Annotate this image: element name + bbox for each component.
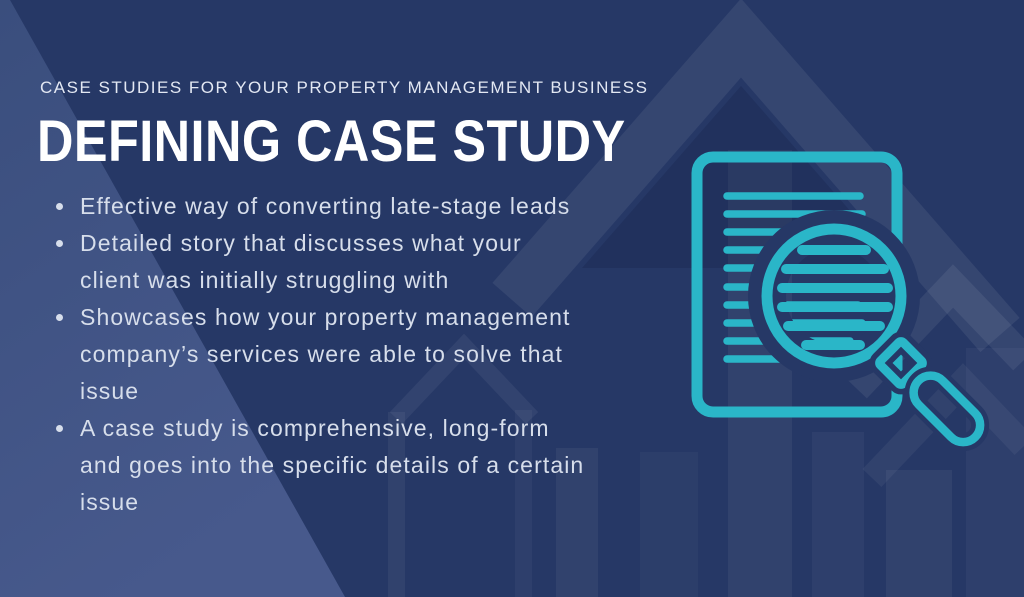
bullet-dot-icon [56, 203, 63, 210]
list-item: Effective way of converting late-stage l… [56, 188, 716, 225]
bullet-dot-icon [56, 425, 63, 432]
bullet-dot-icon [56, 314, 63, 321]
bullet-text: Detailed story that discusses what your [80, 230, 522, 256]
bullet-text: A case study is comprehensive, long-form [80, 415, 550, 441]
magnifier-lens [761, 223, 907, 369]
list-item: Detailed story that discusses what your … [56, 225, 716, 299]
bullet-text: Showcases how your property management [80, 304, 571, 330]
bullet-text: issue [80, 378, 140, 404]
list-item: Showcases how your property management c… [56, 299, 716, 410]
bullet-text: Effective way of converting late-stage l… [80, 193, 571, 219]
magnifier-handle [904, 366, 990, 452]
bullet-text: and goes into the specific details of a … [80, 452, 585, 478]
eyebrow-heading: CASE STUDIES FOR YOUR PROPERTY MANAGEMEN… [40, 78, 649, 97]
bullet-text: company’s services were able to solve th… [80, 341, 563, 367]
bullet-text: issue [80, 489, 140, 515]
bullet-text: client was initially struggling with [80, 267, 450, 293]
bullet-list: Effective way of converting late-stage l… [56, 188, 716, 521]
list-item: A case study is comprehensive, long-form… [56, 410, 716, 521]
magnified-text-lines [777, 245, 893, 350]
page-title: DEFINING CASE STUDY [37, 109, 626, 174]
document-magnifier-icon [691, 151, 990, 452]
left-diagonal-wedge [0, 0, 345, 597]
bullet-dot-icon [56, 240, 63, 247]
